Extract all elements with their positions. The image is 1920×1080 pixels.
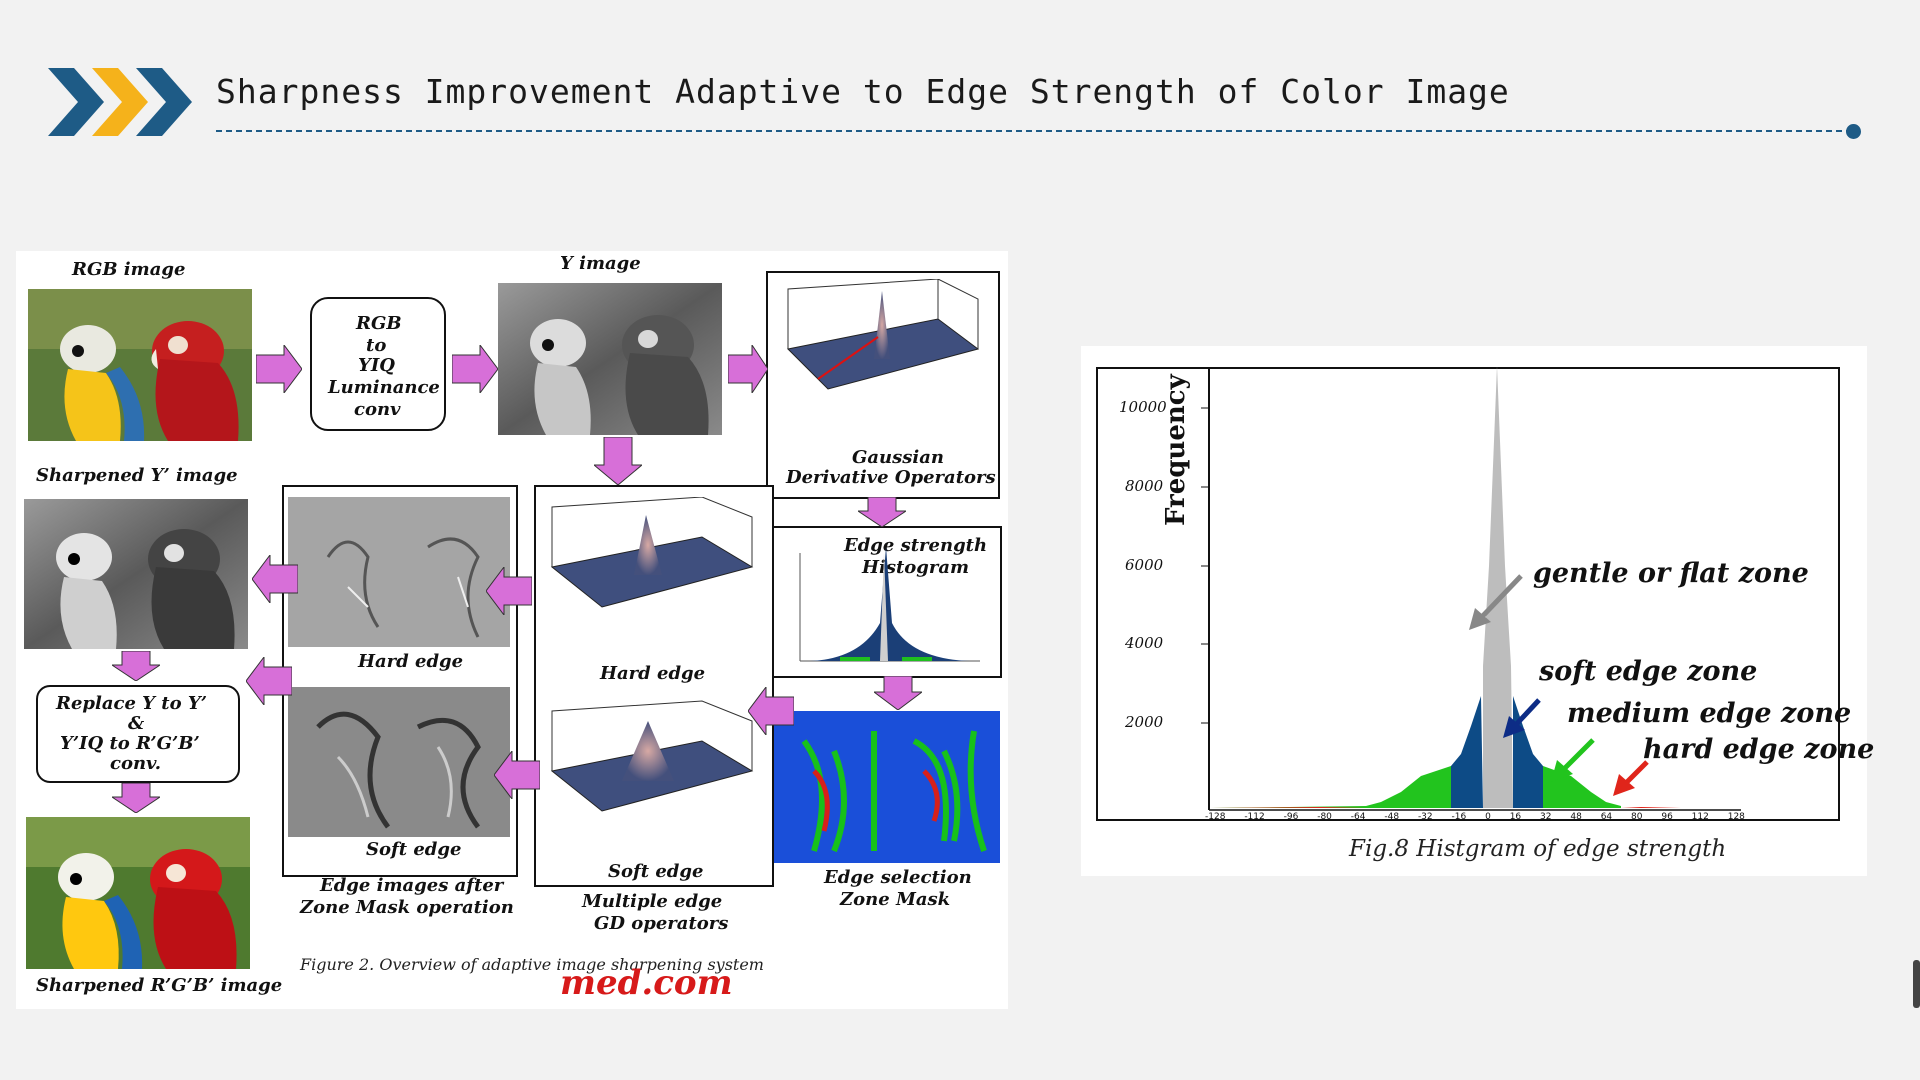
x-tick: 48	[1570, 812, 1582, 822]
mini-histogram-plot	[799, 547, 980, 662]
flow-arrow-left-5	[748, 687, 794, 735]
zone-label-soft: soft edge zone	[1539, 656, 1758, 687]
rgb-to-yiq-box	[310, 297, 446, 431]
label-soft-edge-b: Soft edge	[608, 861, 704, 882]
y-tick-4000: 4000	[1125, 634, 1164, 652]
edge-images-line-2: Zone Mask operation	[300, 897, 514, 918]
x-tick: -64	[1350, 812, 1366, 822]
x-axis-ticks: -128 -112 -96 -80 -64 -48 -32 -16 0 16 3…	[1205, 812, 1745, 822]
x-tick: 80	[1631, 812, 1643, 822]
x-tick: -96	[1283, 812, 1299, 822]
figure2-caption: Figure 2. Overview of adaptive image sha…	[300, 955, 764, 974]
flow-arrow-left-1	[252, 555, 298, 603]
label-y-image: Y image	[560, 253, 641, 274]
y-axis-label: Frequency	[1161, 374, 1191, 526]
x-tick: 128	[1727, 812, 1745, 822]
figure-adaptive-sharpening: RGB image RGB to YIQ Luminance conv Y im…	[16, 251, 1008, 1009]
label-sharpened-rgb: Sharpened R’G’B’ image	[36, 975, 283, 996]
edge-zone-mask-image	[774, 711, 1000, 863]
conv-line-3: YIQ	[358, 355, 395, 376]
y-tick-2000: 2000	[1125, 713, 1164, 731]
divider-dot	[1846, 124, 1861, 139]
y-tick-6000: 6000	[1125, 556, 1164, 574]
x-tick: 32	[1540, 812, 1552, 822]
flow-arrow-right-3	[728, 345, 768, 393]
replace-line-2: &	[128, 713, 145, 734]
flow-arrow-down-1	[594, 437, 642, 485]
flow-arrow-right-1	[256, 345, 302, 393]
gaussian-operator-panel	[766, 271, 1000, 499]
edge-strength-line-1: Edge strength	[844, 535, 988, 556]
x-tick: 112	[1691, 812, 1709, 822]
zone-mask-line-2: Zone Mask	[840, 889, 951, 910]
multiple-line-2: GD operators	[594, 913, 729, 934]
label-rgb-image: RGB image	[72, 259, 186, 280]
x-tick: 0	[1485, 812, 1491, 822]
y-luminance-image	[498, 283, 722, 435]
zone-mask-line-1: Edge selection	[824, 867, 972, 888]
flow-arrow-down-4	[112, 651, 160, 681]
x-tick: 96	[1661, 812, 1673, 822]
conv-line-4: Luminance	[328, 377, 440, 398]
slide-title: Sharpness Improvement Adaptive to Edge S…	[216, 72, 1510, 111]
conv-line-1: RGB	[356, 313, 402, 334]
chevron-logo-icon	[48, 68, 192, 136]
flow-arrow-left-3	[246, 657, 292, 705]
x-tick: -128	[1205, 812, 1226, 822]
scrollbar-thumb[interactable]	[1913, 960, 1920, 1008]
zone-label-gentle: gentle or flat zone	[1533, 558, 1809, 589]
gaussian-line-2: Derivative Operators	[786, 467, 996, 488]
y-tick-10000: 10000	[1119, 398, 1167, 416]
multiple-line-1: Multiple edge	[582, 891, 723, 912]
gaussian-surface-plot	[786, 279, 980, 390]
x-tick: -16	[1451, 812, 1467, 822]
sharpened-y-image	[24, 499, 248, 649]
replace-line-3: Y’IQ to R’G’B’	[60, 733, 200, 754]
x-tick: -112	[1244, 812, 1265, 822]
title-divider	[216, 130, 1852, 132]
soft-edge-surface-plot	[550, 700, 754, 812]
conv-line-2: to	[366, 335, 387, 356]
flow-arrow-right-2	[452, 345, 498, 393]
edge-images-line-1: Edge images after	[320, 875, 504, 896]
x-tick: 16	[1509, 812, 1522, 822]
edge-strength-line-2: Histogram	[862, 557, 970, 578]
sharpened-rgb-image	[26, 817, 250, 969]
slide-header: Sharpness Improvement Adaptive to Edge S…	[48, 62, 1868, 142]
x-tick: -32	[1417, 812, 1433, 822]
soft-edge-image	[288, 687, 510, 837]
flow-arrow-left-4	[494, 751, 540, 799]
figure-edge-strength-histogram: 10000 8000 6000 4000 2000 Frequency -128…	[1081, 346, 1874, 876]
x-tick: -80	[1317, 812, 1332, 822]
handwritten-watermark: med.com	[560, 963, 733, 1003]
gaussian-line-1: Gaussian	[852, 447, 944, 468]
label-sharpened-y: Sharpened Y’ image	[36, 465, 238, 486]
histogram-caption: Fig.8 Histgram of edge strength	[1349, 836, 1727, 862]
hard-edge-image	[288, 497, 510, 647]
conv-line-5: conv	[354, 399, 401, 420]
zone-label-medium: medium edge zone	[1567, 698, 1852, 729]
replace-line-1: Replace Y to Y’	[56, 693, 207, 714]
rgb-parrots-image	[28, 289, 252, 441]
x-tick: -48	[1384, 812, 1400, 822]
label-hard-edge-b: Hard edge	[600, 663, 706, 684]
flow-arrow-left-2	[486, 567, 532, 615]
flow-arrow-down-2	[858, 497, 906, 527]
y-tick-8000: 8000	[1125, 477, 1164, 495]
zone-label-hard: hard edge zone	[1643, 734, 1875, 765]
flow-arrow-down-5	[112, 783, 160, 813]
label-soft-edge-a: Soft edge	[366, 839, 462, 860]
histogram-chart	[1096, 366, 1840, 821]
flow-arrow-down-3	[874, 676, 922, 710]
label-hard-edge-a: Hard edge	[358, 651, 464, 672]
x-tick: 64	[1600, 812, 1613, 822]
replace-conversion-box	[36, 685, 240, 783]
replace-line-4: conv.	[110, 753, 161, 774]
hard-edge-surface-plot	[550, 497, 754, 608]
